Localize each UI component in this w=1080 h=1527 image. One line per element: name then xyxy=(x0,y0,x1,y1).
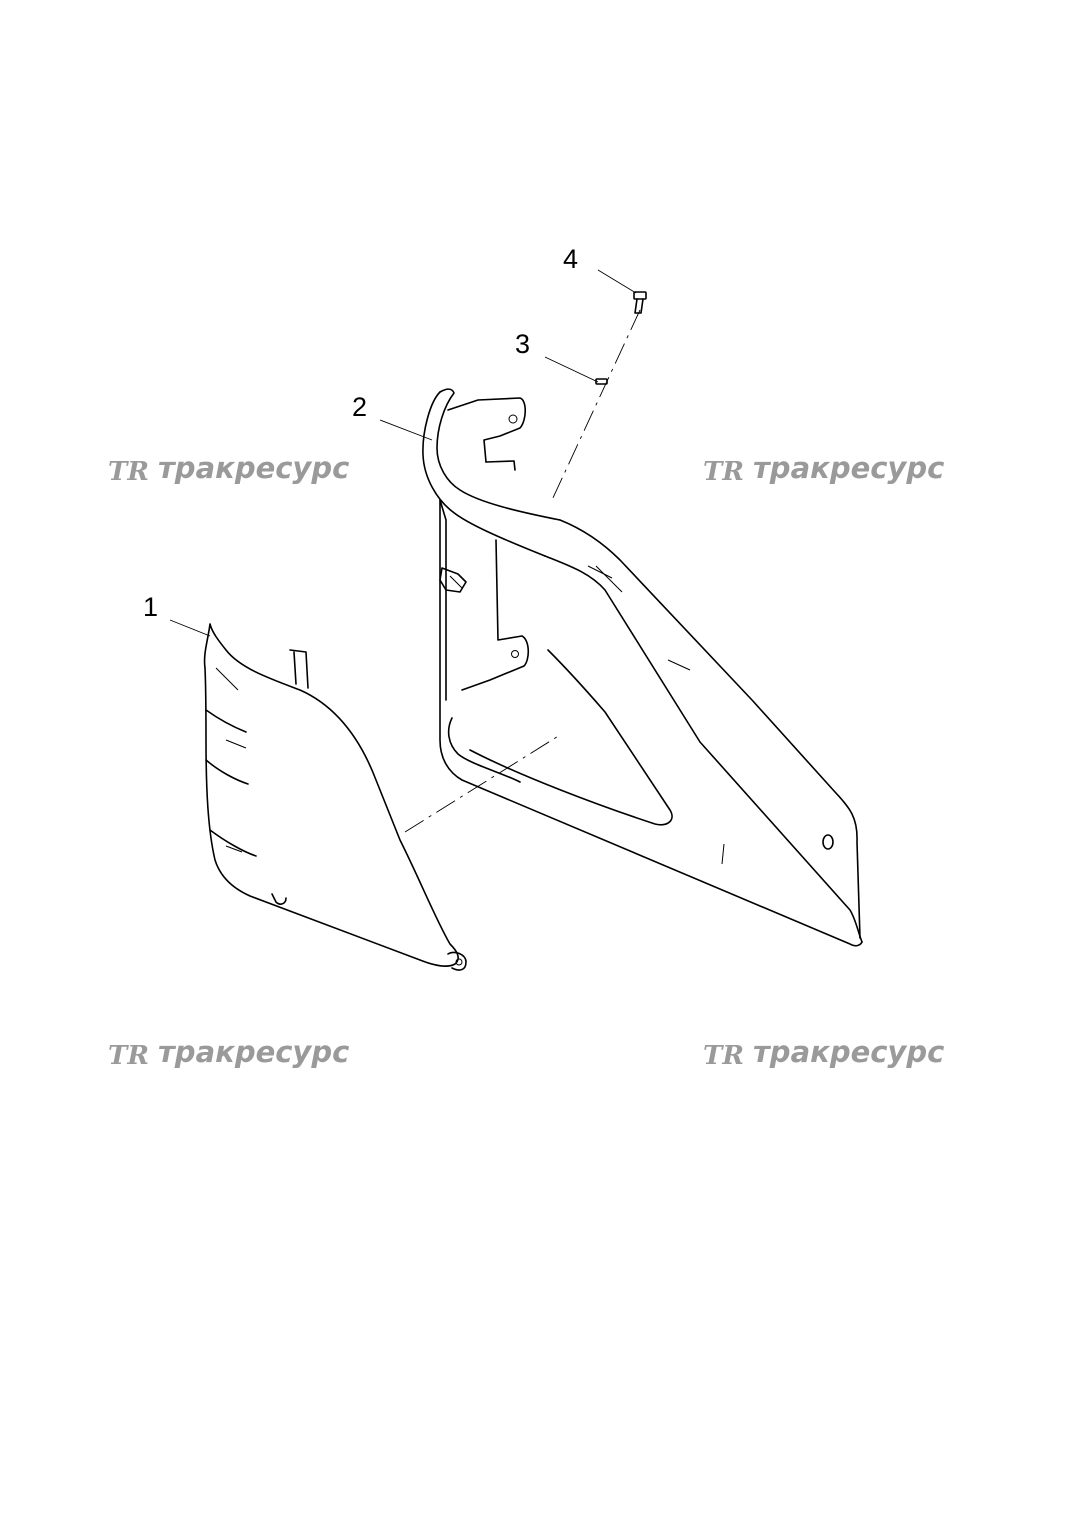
watermark-logo: TR xyxy=(108,1041,149,1071)
watermark-text: тракресурс xyxy=(753,451,944,485)
watermark-bottom-right: TR тракресурс xyxy=(703,1035,944,1071)
leader-line-2 xyxy=(379,419,433,441)
assembly-axis-panel xyxy=(404,734,561,833)
watermark-logo: TR xyxy=(703,1041,744,1071)
watermark-text: тракресурс xyxy=(753,1035,944,1069)
watermark-bottom-left: TR тракресурс xyxy=(108,1035,349,1071)
watermark-top-right: TR тракресурс xyxy=(703,451,944,487)
left-side-panel-icon xyxy=(203,623,467,971)
watermark-logo: TR xyxy=(703,457,744,487)
leader-line-4 xyxy=(597,269,637,294)
watermark-text: тракресурс xyxy=(158,1035,349,1069)
callout-3: 3 xyxy=(515,329,530,359)
callout-1: 1 xyxy=(143,592,158,622)
callout-2: 2 xyxy=(352,392,367,422)
leader-line-3 xyxy=(544,356,599,383)
watermark-logo: TR xyxy=(108,457,149,487)
watermark-text: тракресурс xyxy=(158,451,349,485)
watermark-top-left: TR тракресурс xyxy=(108,451,349,487)
bolt-icon xyxy=(633,291,647,314)
callout-4: 4 xyxy=(563,244,578,274)
leader-line-1 xyxy=(169,619,211,637)
right-side-frame-panel-icon xyxy=(422,388,863,947)
assembly-axis-bolt xyxy=(551,309,641,501)
